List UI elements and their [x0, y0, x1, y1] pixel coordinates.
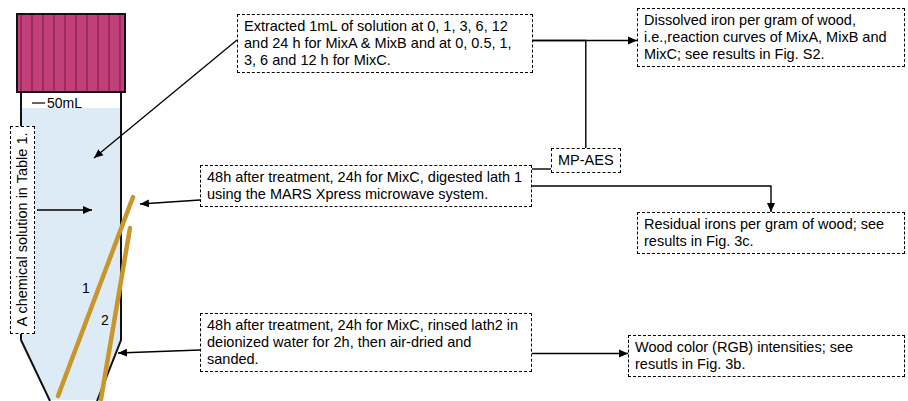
- box-text: A chemical solution in Table 1.: [14, 133, 31, 327]
- tube-cap: [17, 14, 125, 92]
- connector: [532, 353, 628, 354]
- lath-number: 1: [82, 280, 90, 296]
- leader-arrow: [140, 200, 200, 204]
- result-box: Dissolved iron per gram of wood, i.e.,re…: [637, 8, 905, 67]
- result-box: Wood color (RGB) intensities; see resutl…: [628, 335, 905, 377]
- connector: [533, 41, 586, 149]
- lath-number: 2: [101, 312, 109, 328]
- tube-wall: [21, 92, 121, 401]
- box-text: 48h after treatment, 24h for MixC, rinse…: [207, 317, 525, 368]
- process-box: 48h after treatment, 24h for MixC, rinse…: [200, 313, 532, 372]
- volume-mark: [32, 102, 45, 103]
- leader-arrow: [94, 40, 237, 158]
- wood-lath-1: [58, 197, 133, 396]
- leader-arrow: [37, 209, 92, 210]
- note-box: A chemical solution in Table 1.: [10, 126, 35, 334]
- wood-lath-2: [101, 228, 130, 399]
- connector: [532, 186, 771, 212]
- box-text: 48h after treatment, 24h for MixC, diges…: [207, 169, 525, 203]
- connector: [532, 168, 551, 169]
- box-text: Residual irons per gram of wood; see res…: [644, 216, 898, 250]
- result-box: Residual irons per gram of wood; see res…: [637, 212, 905, 254]
- box-text: Extracted 1mL of solution at 0, 1, 3, 6,…: [244, 18, 526, 69]
- instrument-box: MP-AES: [551, 148, 621, 173]
- box-text: MP-AES: [558, 152, 614, 169]
- leader-arrow: [118, 350, 200, 353]
- volume-label: 50mL: [47, 95, 82, 111]
- process-box: 48h after treatment, 24h for MixC, diges…: [200, 165, 532, 207]
- box-text: Wood color (RGB) intensities; see resutl…: [635, 339, 898, 373]
- process-box: Extracted 1mL of solution at 0, 1, 3, 6,…: [237, 14, 533, 73]
- box-text: Dissolved iron per gram of wood, i.e.,re…: [644, 12, 898, 63]
